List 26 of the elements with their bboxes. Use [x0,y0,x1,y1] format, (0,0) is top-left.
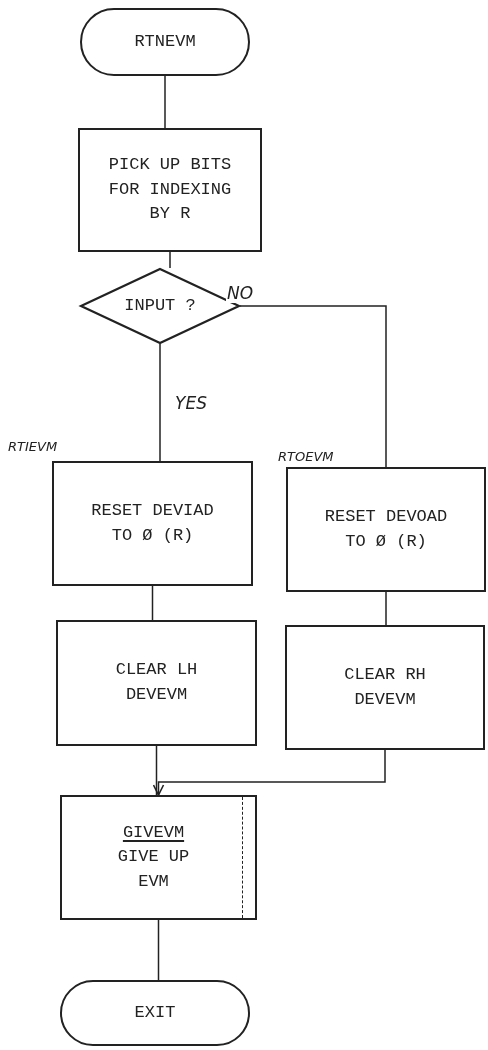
node-text: GIVE UP EVM [116,846,191,893]
connector-line [151,585,154,621]
connector-line [157,919,160,981]
node-text: CLEAR LH DEVEVM [114,659,199,706]
node-text: INPUT ? [123,294,197,317]
node-text: RESET DEVOAD TO Ø (R) [323,505,449,553]
connector-line [239,305,387,468]
process-box [56,620,257,746]
edge-label: NO [226,284,255,303]
process-box [286,467,486,592]
process-box [285,625,485,750]
node-text: RTNEVM [133,30,197,53]
connector-line [155,745,158,796]
node-text: CLEAR RH DEVEVM [343,663,427,711]
node-text: PICK UP BITS FOR INDEXING BY R [107,154,233,226]
connector-line [385,591,387,626]
routine-name: GIVEVM [121,821,186,844]
connector-line [169,251,171,269]
node-text: RESET DEVIAD TO Ø (R) [90,499,215,547]
connector-line [152,749,386,796]
connector-line [159,343,161,462]
process-box [52,461,253,586]
connector-line [164,75,166,129]
node-text: EXIT [133,1001,177,1024]
subroutine-box [60,795,257,920]
process-box [78,128,262,252]
